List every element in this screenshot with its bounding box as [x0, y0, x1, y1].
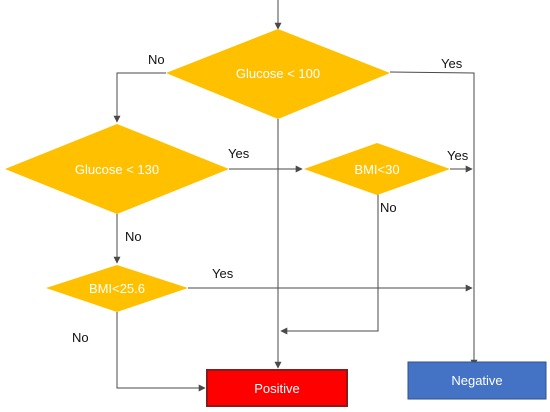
decision-glucose-130-shape — [5, 124, 229, 214]
decision-bmi-25-6: BMI<25.6 — [46, 265, 188, 312]
label-glucose-130-no: No — [125, 229, 142, 244]
label-glucose-130-yes: Yes — [228, 146, 250, 161]
label-glucose-100-no: No — [148, 52, 165, 67]
result-negative-box — [407, 361, 547, 400]
label-glucose-100-yes: Yes — [441, 56, 463, 71]
edge-labels: No Yes Yes Yes No No Yes No — [72, 52, 469, 345]
decision-glucose-100: Glucose < 100 — [166, 29, 390, 119]
edge-bmi-30-no — [280, 193, 379, 335]
result-positive-box — [206, 369, 348, 407]
result-negative-label: Negative — [451, 373, 502, 388]
edge-bmi-25-6-no — [116, 312, 206, 392]
decision-bmi-30-label: BMI<30 — [354, 162, 399, 177]
edge-glucose-100-no — [113, 72, 166, 123]
result-negative: Negative — [407, 361, 547, 400]
label-bmi-25-6-yes: Yes — [212, 266, 234, 281]
result-positive: Positive — [206, 369, 348, 407]
edge-glucose-100-yes — [389, 71, 478, 367]
label-bmi-30-yes: Yes — [447, 148, 469, 163]
label-bmi-30-no: No — [380, 200, 397, 215]
decision-glucose-130-label: Glucose < 130 — [75, 162, 159, 177]
edges — [113, 0, 478, 392]
decision-glucose-100-shape — [166, 29, 390, 119]
decision-bmi-30-shape — [304, 143, 450, 195]
label-bmi-25-6-no: No — [72, 330, 89, 345]
result-positive-label: Positive — [254, 381, 300, 396]
decision-bmi-25-6-label: BMI<25.6 — [89, 281, 145, 296]
decision-bmi-30: BMI<30 — [304, 143, 450, 195]
decision-glucose-100-label: Glucose < 100 — [236, 66, 320, 81]
decision-glucose-130: Glucose < 130 — [5, 124, 229, 214]
decision-bmi-25-6-shape — [46, 265, 188, 312]
